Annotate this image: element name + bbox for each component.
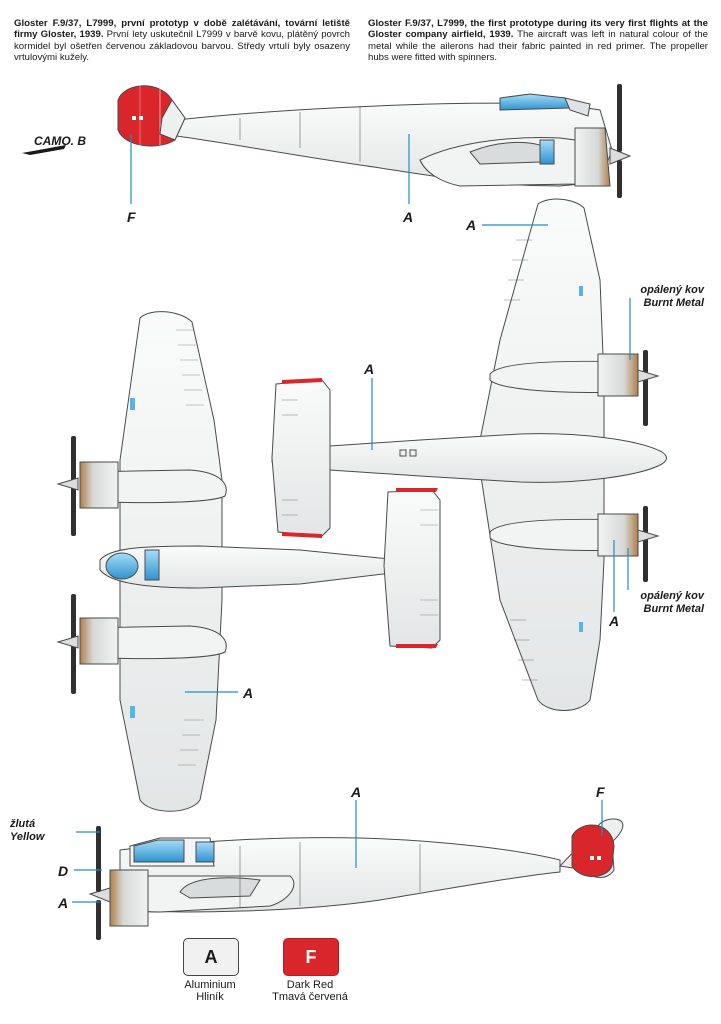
label-A-plan-right-wing: A <box>465 217 476 233</box>
legend-code-f: F <box>305 946 317 967</box>
callout-burnt-en-upper: Burnt Metal <box>643 297 705 309</box>
legend-swatch-dark-red: F <box>283 938 339 976</box>
legend-text-dark-red: Dark Red Tmavá červená <box>250 979 370 1003</box>
callout-burnt-cz-upper: opálený kov <box>640 284 704 296</box>
plan-view-left <box>56 311 441 812</box>
plan-view-right <box>271 198 667 711</box>
legend-name-cz-a: Hliník <box>196 991 224 1003</box>
legend-swatch-aluminium: A <box>183 938 239 976</box>
legend-name-en-f: Dark Red <box>286 979 334 991</box>
camo-logo: CAMO. B <box>22 134 86 155</box>
label-D: D <box>58 863 68 879</box>
label-A-spinner: A <box>57 895 68 911</box>
callout-yellow: žlutá Yellow <box>10 818 82 844</box>
label-F-top: F <box>127 209 136 225</box>
label-A-top: A <box>402 209 413 225</box>
side-view-top <box>117 82 632 198</box>
legend-name-cz-f: Tmavá červená <box>272 991 348 1003</box>
caption-english-body: The aircraft was left in natural colour … <box>368 29 708 64</box>
callout-burnt-en-lower: Burnt Metal <box>643 603 705 615</box>
label-A-bottom: A <box>350 784 361 800</box>
legend-text-aluminium: Aluminium Hliník <box>150 979 270 1003</box>
camo-logo-text: CAMO. B <box>34 134 86 148</box>
side-view-bottom <box>88 818 624 940</box>
caption-czech-lead: Gloster F.9/37, L7999, první prototyp v … <box>14 18 350 41</box>
caption-czech: Gloster F.9/37, L7999, první prototyp v … <box>14 18 350 64</box>
caption-czech-body: První lety uskutečnil L7999 v barvě kovu… <box>14 29 350 64</box>
callout-burnt-cz-lower: opálený kov <box>640 590 704 602</box>
rudder-red-bottom <box>571 824 615 877</box>
label-A-plan-right-fuselage: A <box>363 361 374 377</box>
caption-english: Gloster F.9/37, L7999, the first prototy… <box>368 18 708 64</box>
callout-burnt-metal-lower: opálený kov Burnt Metal <box>600 590 704 616</box>
label-F-bottom: F <box>596 784 605 800</box>
label-A-plan-right-nacelle: A <box>608 613 619 629</box>
legend-code-a: A <box>204 946 218 967</box>
label-A-plan-left: A <box>242 685 253 701</box>
callout-yellow-cz: žlutá <box>10 818 36 830</box>
callout-burnt-metal-upper: opálený kov Burnt Metal <box>600 284 704 310</box>
callout-yellow-en: Yellow <box>10 831 45 843</box>
legend-name-en-a: Aluminium <box>184 979 236 991</box>
caption-english-lead: Gloster F.9/37, L7999, the first prototy… <box>368 18 708 41</box>
